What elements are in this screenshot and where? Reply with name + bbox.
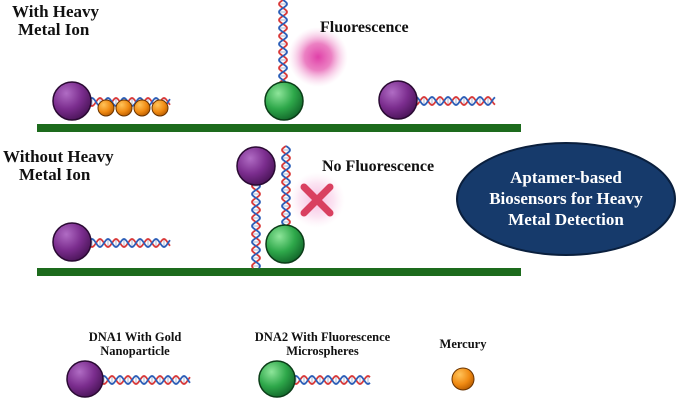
section-label-line: Metal Ion — [19, 165, 91, 184]
dna-helix — [251, 181, 261, 269]
legend-dna2-label: DNA2 With Fluorescence Microspheres — [240, 330, 405, 358]
legend-mercury-icon — [451, 367, 475, 391]
badge-title-line: Aptamer-based — [510, 168, 622, 187]
surface-bar-top — [37, 124, 521, 132]
section-label-without-ion: Without Heavy Metal Ion — [3, 148, 114, 184]
badge-title-line: Biosensors for Heavy — [489, 189, 643, 208]
dna-strand — [87, 238, 171, 248]
fluorescence-microsphere-icon — [258, 360, 296, 398]
legend-label-line: Nanoparticle — [100, 344, 170, 358]
dna-helix — [411, 96, 496, 106]
fluorescence-label: Fluorescence — [320, 19, 409, 36]
dna-helix — [87, 238, 171, 248]
dna-strand — [411, 96, 496, 106]
dna-strand — [291, 375, 371, 385]
legend-dna1-label: DNA1 With Gold Nanoparticle — [65, 330, 205, 358]
fluorescence-glow-icon — [288, 27, 348, 87]
dna-strand — [278, 0, 288, 93]
dna-helix — [278, 0, 288, 93]
section-label-line: Without Heavy — [3, 147, 114, 166]
dna-helix — [291, 375, 371, 385]
surface-bar-bottom — [37, 268, 521, 276]
legend-label-line: Microspheres — [286, 344, 359, 358]
gold-nanoparticle-icon — [52, 81, 92, 121]
dna-strand — [291, 375, 371, 385]
dna-strand — [87, 238, 171, 248]
legend-label-line: Mercury — [439, 337, 487, 351]
cross-icon — [300, 183, 334, 217]
legend-dna2-icon — [258, 360, 371, 398]
hybridized-probe-pair — [236, 145, 345, 269]
fluorescence-microsphere-icon — [265, 224, 305, 264]
probe-dna1-with-mercury — [52, 81, 171, 121]
dna-helix — [281, 145, 291, 229]
mercury-ion-icon — [133, 99, 151, 117]
section-label-line: Metal Ion — [18, 20, 90, 39]
title-badge — [456, 142, 676, 256]
mercury-ion-icon — [115, 99, 133, 117]
gold-nanoparticle-icon — [66, 360, 104, 398]
gold-nanoparticle-icon — [52, 222, 92, 262]
dna-strand — [281, 145, 291, 229]
probe-dna1-free — [378, 80, 496, 120]
no-fluorescence-label: No Fluorescence — [322, 158, 435, 175]
mercury-ion-icon — [151, 99, 169, 117]
dna-helix — [99, 375, 191, 385]
probe-dna1-free — [52, 222, 171, 262]
legend-label-line: DNA2 With Fluorescence — [254, 330, 391, 344]
gold-nanoparticle-icon — [378, 80, 418, 120]
probe-dna2-fluorescent — [264, 0, 348, 121]
dna-strand — [411, 96, 496, 106]
dna-strand — [251, 181, 261, 269]
legend-dna1-icon — [66, 360, 191, 398]
dna-strand — [99, 375, 191, 385]
dna-strand — [99, 375, 191, 385]
section-label-with-ion: With Heavy Metal Ion — [12, 3, 99, 39]
fluorescence-microsphere-icon — [264, 81, 304, 121]
dna-strand — [278, 0, 288, 93]
title-badge-text: Aptamer-based Biosensors for Heavy Metal… — [457, 168, 675, 232]
legend-label-line: DNA1 With Gold — [88, 330, 182, 344]
dna-strand — [281, 145, 291, 229]
badge-title-line: Metal Detection — [508, 210, 624, 229]
section-label-line: With Heavy — [12, 2, 100, 21]
gold-nanoparticle-icon — [236, 146, 276, 186]
legend-mercury-label: Mercury — [428, 337, 498, 351]
mercury-ion-icon — [97, 99, 115, 117]
